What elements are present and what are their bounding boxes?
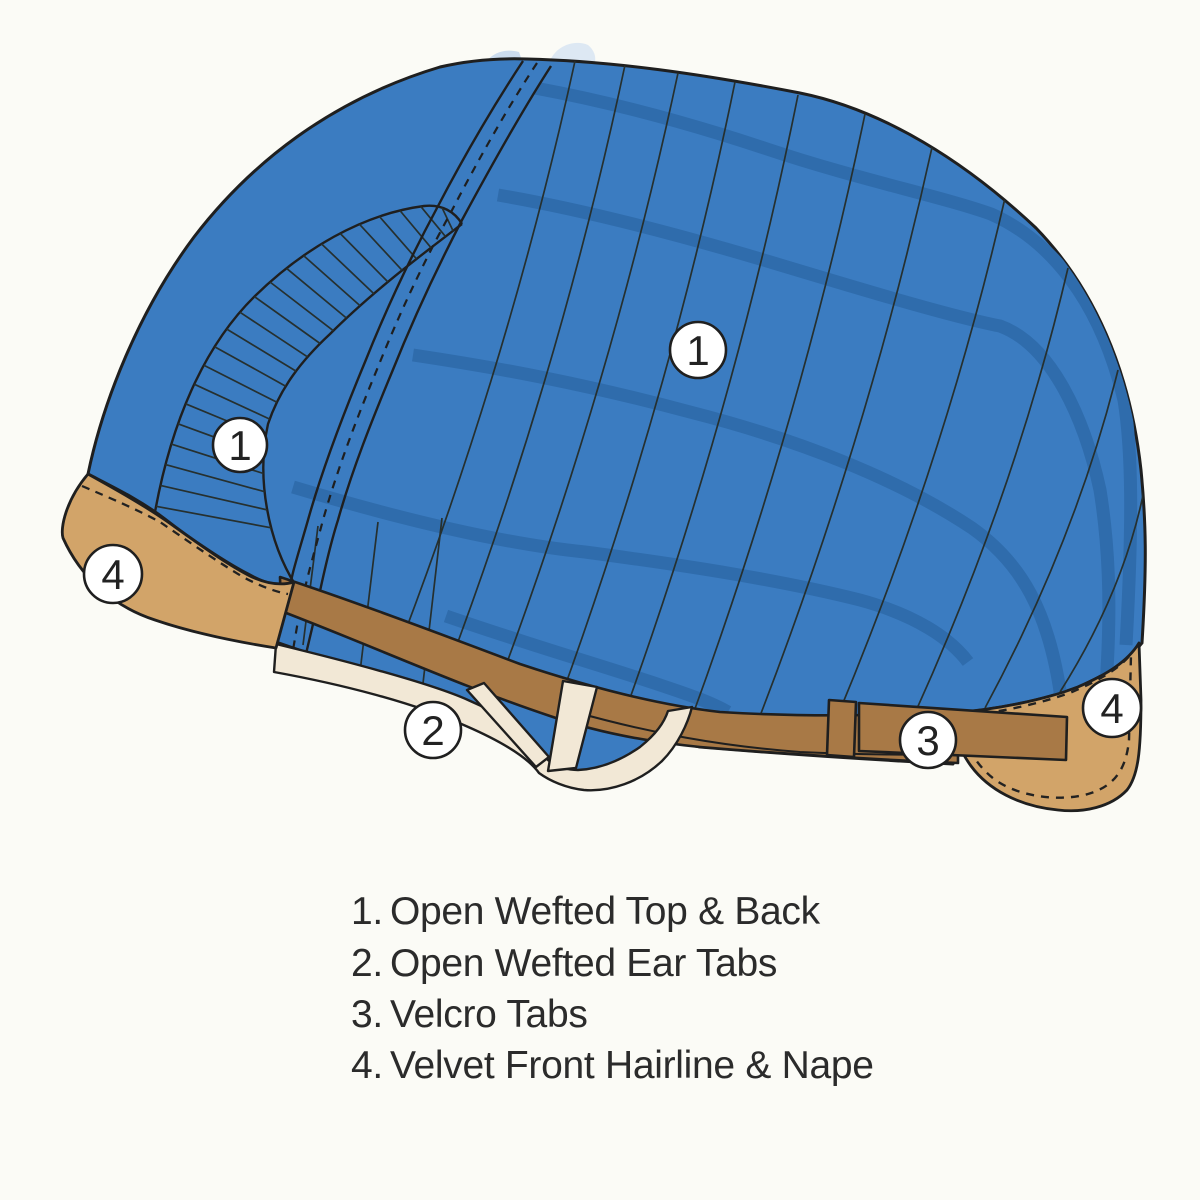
svg-text:3: 3 (916, 717, 939, 764)
svg-text:1: 1 (686, 327, 709, 374)
svg-text:2: 2 (421, 707, 444, 754)
svg-text:4: 4 (101, 551, 124, 598)
svg-text:4: 4 (1100, 685, 1123, 732)
svg-text:1: 1 (228, 422, 251, 469)
